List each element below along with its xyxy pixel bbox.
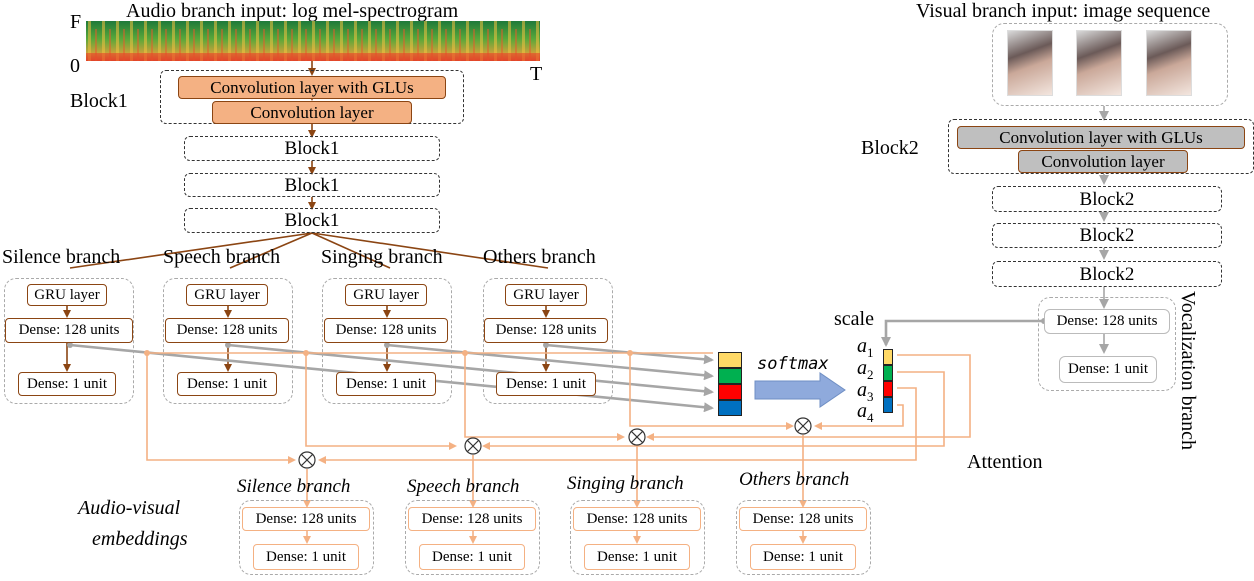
attention-cell-1 — [718, 352, 742, 368]
weight-label-a2: a2 — [857, 357, 874, 382]
av-silence-branch-title: Silence branch — [237, 476, 351, 497]
visual-conv-layer: Convolution layer — [1018, 150, 1188, 173]
axis-label-t: T — [530, 63, 543, 85]
image-sequence-container — [992, 23, 1228, 106]
silence-branch-container — [4, 278, 134, 404]
face-frame-image — [1007, 30, 1053, 96]
silence-dense-1: Dense: 1 unit — [18, 372, 116, 396]
attention-cell-2 — [718, 368, 742, 384]
tap-dot — [543, 342, 549, 348]
audio-conv-layer: Convolution layer — [212, 101, 412, 124]
block1-repeat: Block1 — [184, 208, 440, 233]
weight-cell-4 — [883, 397, 893, 413]
av-embeddings-label-line1: Audio-visual — [78, 497, 181, 519]
tap-dot — [225, 342, 231, 348]
vocalization-branch-container — [1038, 297, 1176, 391]
weight-label-a1: a1 — [857, 335, 874, 360]
speech-dense-1: Dense: 1 unit — [177, 372, 277, 396]
av-others-dense-128: Dense: 128 units — [739, 507, 867, 531]
face-frame-image — [1146, 30, 1192, 96]
singing-dense-1: Dense: 1 unit — [336, 372, 436, 396]
circle-times-icon — [298, 417, 812, 469]
tap-dot — [384, 342, 390, 348]
weight-cell-2 — [883, 365, 893, 381]
av-speech-container — [405, 500, 540, 575]
face-frame-image — [1076, 30, 1122, 96]
softmax-label: softmax — [757, 354, 829, 374]
tap-dot — [67, 342, 73, 348]
av-speech-branch-title: Speech branch — [407, 476, 520, 497]
av-singing-dense-1: Dense: 1 unit — [584, 544, 690, 570]
attention-label: Attention — [967, 451, 1043, 473]
singing-branch-container — [322, 278, 452, 404]
weight-label-a3: a3 — [857, 379, 874, 404]
speech-dense-128: Dense: 128 units — [165, 318, 289, 343]
vocalization-dense-1: Dense: 1 unit — [1059, 356, 1157, 383]
av-speech-dense-128: Dense: 128 units — [408, 507, 536, 531]
speech-branch-title: Speech branch — [163, 246, 281, 268]
block1-label: Block1 — [70, 90, 128, 112]
block1-repeat: Block1 — [184, 136, 440, 161]
av-singing-container — [570, 500, 705, 575]
speech-gru-layer: GRU layer — [186, 284, 268, 306]
weight-cell-1 — [883, 349, 893, 365]
silence-gru-layer: GRU layer — [27, 284, 107, 306]
singing-gru-layer: GRU layer — [345, 284, 427, 306]
others-dense-128: Dense: 128 units — [484, 318, 608, 343]
weight-cell-3 — [883, 381, 893, 397]
speech-branch-container — [163, 278, 293, 404]
av-speech-dense-1: Dense: 1 unit — [419, 544, 525, 570]
axis-label-zero: 0 — [70, 55, 80, 77]
scale-label: scale — [834, 308, 874, 330]
av-singing-branch-title: Singing branch — [567, 473, 684, 494]
visual-input-title: Visual branch input: image sequence — [916, 0, 1211, 22]
spectrogram-image — [86, 21, 540, 61]
block2-repeat: Block2 — [992, 186, 1222, 212]
av-others-branch-title: Others branch — [739, 469, 850, 490]
others-branch-title: Others branch — [483, 246, 596, 268]
block1-repeat: Block1 — [184, 173, 440, 197]
av-singing-dense-128: Dense: 128 units — [573, 507, 701, 531]
audio-conv-glu-layer: Convolution layer with GLUs — [178, 76, 446, 99]
av-silence-container — [239, 500, 374, 575]
others-branch-container — [483, 278, 613, 404]
silence-branch-title: Silence branch — [2, 246, 121, 268]
av-silence-dense-128: Dense: 128 units — [242, 507, 370, 531]
av-embeddings-label-line2: embeddings — [92, 528, 188, 550]
silence-dense-128: Dense: 128 units — [5, 318, 133, 343]
visual-conv-glu-layer: Convolution layer with GLUs — [957, 126, 1245, 149]
av-silence-dense-1: Dense: 1 unit — [253, 544, 359, 570]
others-gru-layer: GRU layer — [505, 284, 587, 306]
block2-repeat: Block2 — [992, 261, 1222, 287]
block2-repeat: Block2 — [992, 223, 1222, 248]
attention-cell-4 — [718, 400, 742, 416]
block2-label: Block2 — [861, 137, 919, 159]
audio-input-title: Audio branch input: log mel-spectrogram — [126, 0, 459, 22]
others-dense-1: Dense: 1 unit — [496, 372, 596, 396]
singing-dense-128: Dense: 128 units — [324, 318, 448, 343]
vocalization-dense-128: Dense: 128 units — [1044, 309, 1170, 334]
singing-branch-title: Singing branch — [321, 246, 443, 268]
attention-cell-3 — [718, 384, 742, 400]
av-others-dense-1: Dense: 1 unit — [750, 544, 856, 570]
weight-label-a4: a4 — [857, 400, 874, 425]
av-others-container — [736, 500, 871, 575]
softmax-arrow — [754, 372, 846, 408]
axis-label-f: F — [70, 11, 82, 33]
